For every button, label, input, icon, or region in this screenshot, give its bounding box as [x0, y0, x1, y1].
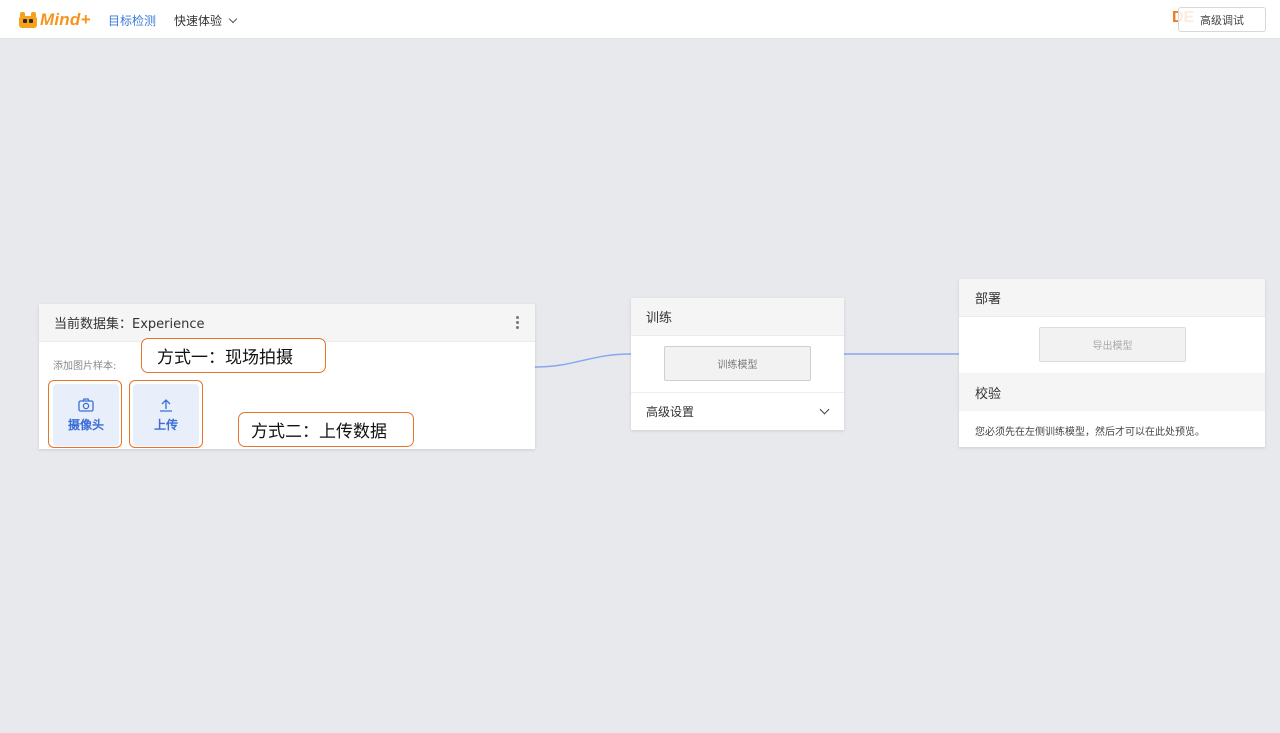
deploy-title: 部署 [975, 292, 1002, 307]
add-samples-label: 添加图片样本: [53, 361, 117, 372]
upload-icon [160, 398, 172, 412]
mind-plus-logo[interactable]: Mind+ [18, 9, 91, 31]
camera-button[interactable]: 摄像头 [53, 384, 119, 446]
callout-method-two: 方式二：上传数据 [238, 412, 414, 447]
camera-label: 摄像头 [67, 417, 104, 432]
upload-highlight-outline [129, 380, 203, 448]
upload-button[interactable]: 上传 [133, 384, 199, 446]
logo-text: Mind+ [40, 10, 91, 29]
verify-section-header: 校验 [959, 373, 1265, 411]
tab-object-detection[interactable]: 目标检测 [108, 14, 157, 28]
deploy-card-header: 部署 [959, 279, 1265, 317]
verify-message: 您必须先在左侧训练模型，然后才可以在此处预览。 [975, 427, 1205, 438]
quick-experience-menu[interactable]: 快速体验 [174, 12, 238, 29]
advanced-settings-toggle[interactable]: 高级设置 [631, 392, 844, 430]
dataset-to-train-connector [534, 353, 632, 368]
camera-highlight-outline [48, 380, 122, 448]
train-model-button[interactable]: 训练模型 [664, 346, 811, 381]
upload-label: 上传 [153, 417, 178, 432]
quick-experience-label: 快速体验 [174, 14, 223, 28]
train-card-header: 训练 [631, 298, 844, 336]
verify-title: 校验 [975, 386, 1002, 402]
callout-method-one: 方式一：现场拍摄 [141, 338, 326, 373]
robot-logo-icon [18, 11, 38, 29]
top-bar: Mind+ 目标检测 快速体验 DE 高级调试 [0, 0, 1280, 39]
dataset-card-header: 当前数据集：Experience [39, 304, 535, 342]
export-model-button[interactable]: 导出模型 [1039, 327, 1186, 362]
train-card: 训练 训练模型 高级设置 [631, 298, 844, 430]
more-options-icon[interactable] [516, 316, 519, 329]
train-title: 训练 [646, 311, 673, 326]
deploy-card: 部署 导出模型 校验 您必须先在左侧训练模型，然后才可以在此处预览。 [959, 279, 1265, 447]
advanced-debug-button[interactable]: 高级调试 [1178, 7, 1266, 32]
dataset-title: 当前数据集：Experience [54, 317, 205, 332]
camera-icon [78, 397, 94, 412]
advanced-settings-label: 高级设置 [646, 405, 695, 419]
chevron-down-icon [819, 404, 830, 415]
